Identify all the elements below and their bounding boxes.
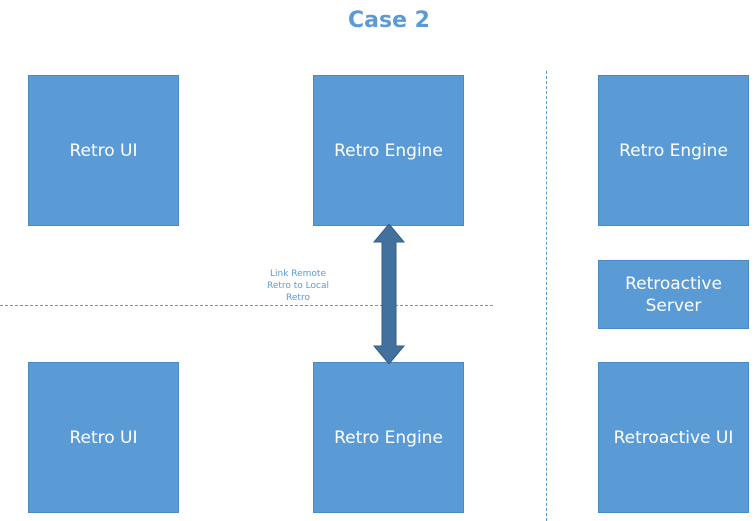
retro-engine-box-bottom-label: Retro Engine	[334, 427, 443, 448]
link-label-line2: Retro to Local	[266, 281, 329, 291]
retroactive-server-label-line2: Server	[645, 295, 702, 316]
bidirectional-arrow-shape	[372, 224, 406, 364]
retro-engine-box-right-label: Retro Engine	[619, 140, 728, 161]
retroactive-server-box: Retroactive Server	[598, 260, 749, 329]
retro-ui-box-top: Retro UI	[28, 75, 179, 226]
retro-engine-box-right: Retro Engine	[598, 75, 749, 226]
retro-engine-box-top: Retro Engine	[313, 75, 464, 226]
horizontal-dashed-divider	[0, 305, 493, 306]
link-label-line1: Link Remote	[269, 269, 327, 279]
retroactive-ui-box-label: Retroactive UI	[613, 427, 734, 448]
retro-engine-box-top-label: Retro Engine	[334, 140, 443, 161]
link-label: Link Remote Retro to Local Retro	[250, 268, 346, 304]
vertical-dashed-divider	[546, 71, 547, 521]
retro-engine-box-bottom: Retro Engine	[313, 362, 464, 513]
retro-ui-box-bottom: Retro UI	[28, 362, 179, 513]
bidirectional-vertical-arrow-icon	[372, 224, 406, 364]
link-label-line3: Retro	[286, 293, 310, 303]
retroactive-server-label-line1: Retroactive	[625, 273, 722, 294]
diagram-title: Case 2	[348, 8, 430, 33]
retroactive-ui-box: Retroactive UI	[598, 362, 749, 513]
retro-ui-box-bottom-label: Retro UI	[69, 427, 138, 448]
retro-ui-box-top-label: Retro UI	[69, 140, 138, 161]
